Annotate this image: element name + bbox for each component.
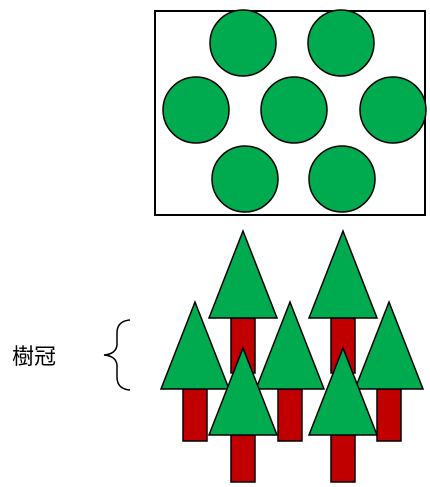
crown-circle xyxy=(360,77,426,143)
crown-circle xyxy=(308,10,374,76)
tree-trunk xyxy=(331,435,355,482)
top-view-plan xyxy=(155,10,426,215)
tree-trunk xyxy=(377,389,401,441)
crown-circle xyxy=(210,10,276,76)
tree-crown xyxy=(209,231,277,318)
crown-circle xyxy=(309,146,375,212)
tree-trunk xyxy=(278,389,302,441)
side-view-trees xyxy=(161,231,423,482)
crown-circle xyxy=(163,77,229,143)
crown-circle xyxy=(261,77,327,143)
crown-circle xyxy=(212,146,278,212)
crown-annotation: 樹冠 xyxy=(12,320,130,390)
tree-crown xyxy=(309,231,377,318)
curly-brace xyxy=(104,320,130,390)
crown-label: 樹冠 xyxy=(12,345,56,370)
tree-trunk xyxy=(231,435,255,482)
tree-trunk xyxy=(183,389,207,441)
